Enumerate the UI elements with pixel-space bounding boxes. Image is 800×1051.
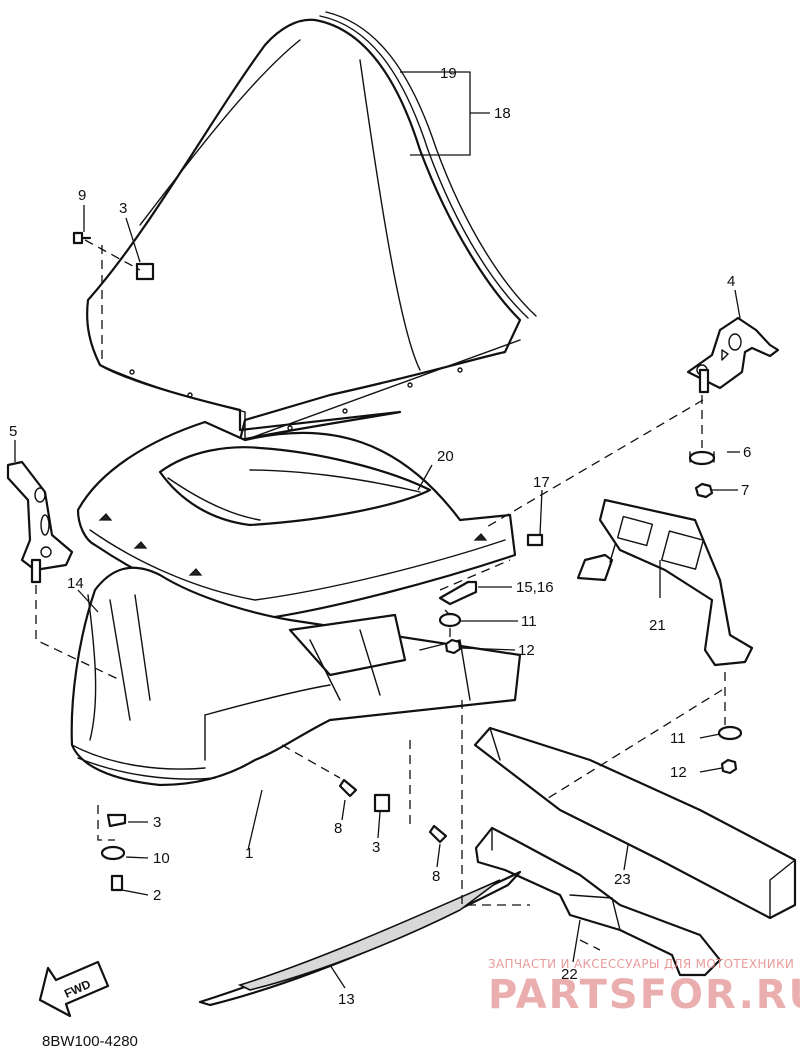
callout-20: 20 [437, 448, 454, 465]
callout-10: 10 [153, 850, 170, 867]
lower-garnish-strip [198, 870, 522, 1007]
callout-17: 17 [533, 474, 550, 491]
trim-piece-22 [474, 826, 722, 977]
callout-19: 19 [440, 65, 457, 82]
assembly-lines [35, 239, 726, 951]
callout-13: 13 [338, 991, 355, 1008]
center-bracket [576, 498, 754, 667]
callout-7: 7 [741, 482, 749, 499]
fwd-arrow-icon: FWD [38, 960, 110, 1018]
callout-12-mid: 12 [518, 642, 535, 659]
watermark: ЗАПЧАСТИ И АКСЕССУАРЫ ДЛЯ МОТОТЕХНИКИ PA… [488, 957, 800, 1018]
watermark-brand: PARTSFOR.RU [488, 972, 800, 1018]
leader-lines [14, 71, 741, 989]
watermark-caption: ЗАПЧАСТИ И АКСЕССУАРЫ ДЛЯ МОТОТЕХНИКИ [488, 957, 794, 971]
lower-cowl [70, 566, 522, 787]
upper-cowl [76, 420, 517, 622]
callout-12-right: 12 [670, 764, 687, 781]
callout-3-low: 3 [153, 814, 161, 831]
callout-8-right: 8 [432, 868, 440, 885]
callout-1: 1 [245, 845, 253, 862]
callout-18: 18 [494, 105, 511, 122]
callout-6: 6 [743, 444, 751, 461]
callout-3-mid: 3 [372, 839, 380, 856]
callout-14: 14 [67, 575, 84, 592]
callout-15-16: 15,16 [516, 579, 554, 596]
callout-5: 5 [9, 423, 17, 440]
callout-numbers: 19 18 9 3 4 5 6 20 17 7 14 15,16 21 11 1… [9, 65, 751, 1008]
callout-2: 2 [153, 887, 161, 904]
fasteners [72, 231, 743, 892]
trim-piece-23 [473, 726, 797, 920]
diagram-code: 8BW100-4280 [42, 1033, 138, 1050]
callout-22: 22 [561, 966, 578, 983]
callout-11-mid: 11 [521, 613, 537, 630]
callout-8-left: 8 [334, 820, 342, 837]
callout-3-top: 3 [119, 200, 127, 217]
right-stay-bracket [686, 316, 780, 394]
callout-11-right: 11 [670, 730, 686, 747]
callout-21: 21 [649, 617, 666, 634]
callout-23: 23 [614, 871, 631, 888]
left-stay-bracket [6, 460, 74, 584]
callout-4: 4 [727, 273, 735, 290]
windshield [86, 11, 537, 442]
callout-9: 9 [78, 187, 86, 204]
